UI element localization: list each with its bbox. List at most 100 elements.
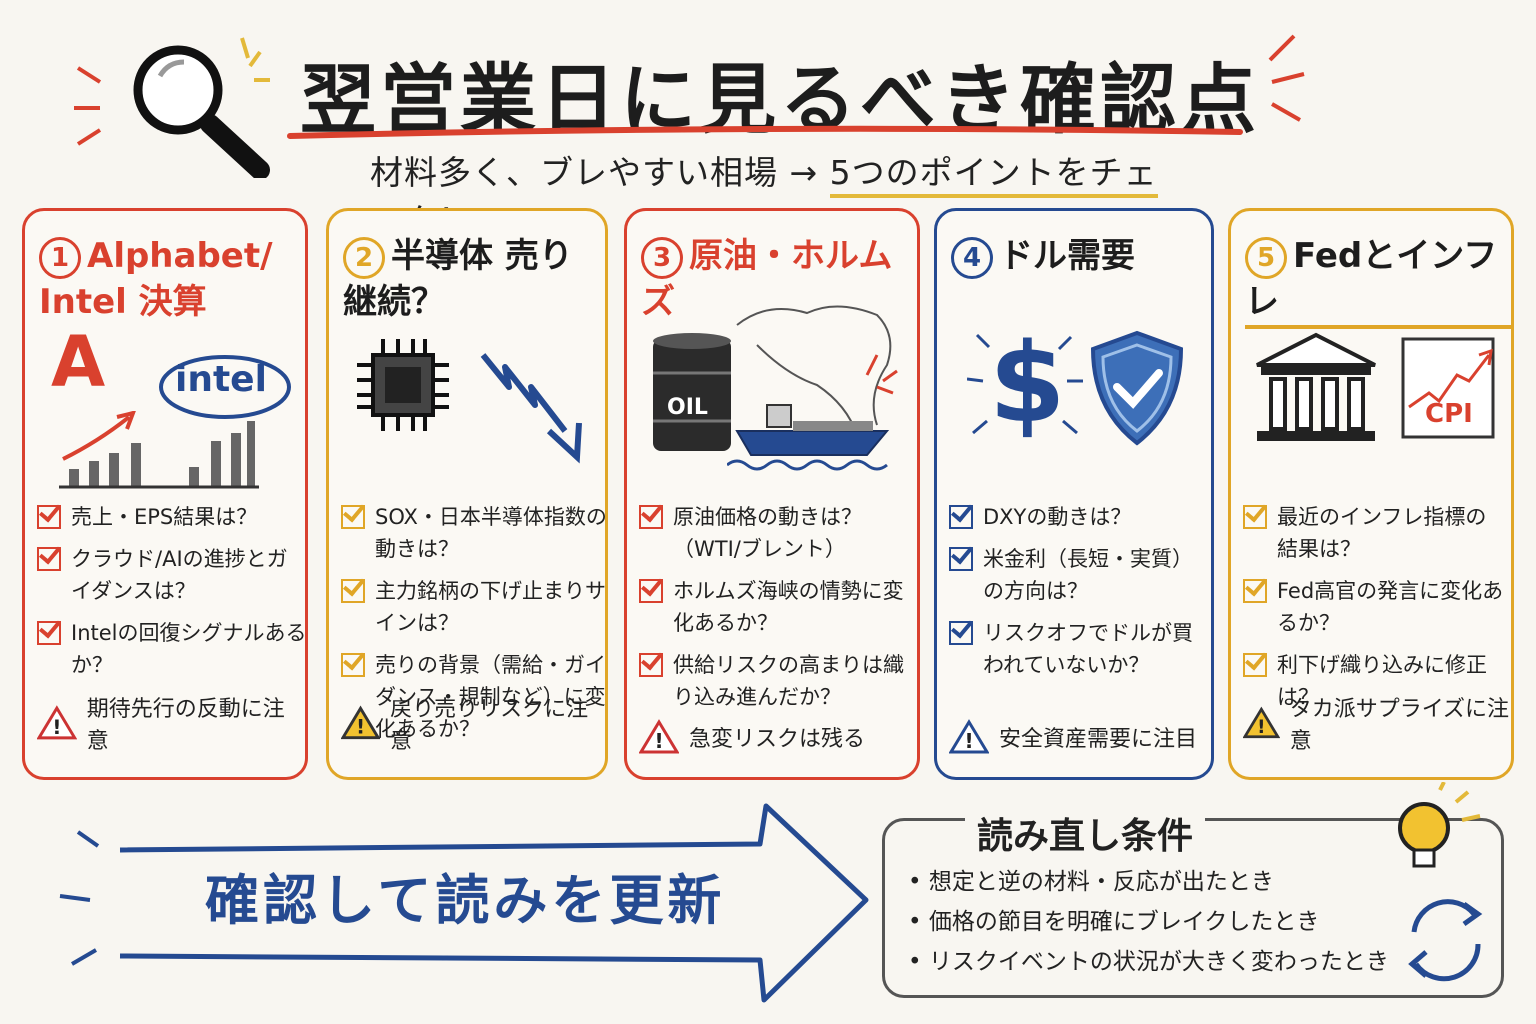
warning-text: 安全資産需要に注目 (999, 727, 1198, 752)
svg-text:!: ! (654, 729, 663, 753)
card-title-text: 原油・ホルムズ (641, 236, 893, 322)
item-text: Intelの回復シグナルあるか？ (71, 621, 307, 677)
checkbox-icon (37, 621, 61, 645)
item-text: 原油価格の動きは？（WTI/ブレント） (673, 505, 862, 561)
tanker-ship-icon (727, 404, 890, 471)
card-number: 2 (343, 236, 385, 279)
list-item: Intelの回復シグナルあるか？ (37, 617, 307, 681)
item-text: 売りの背景（需給・ガイダンス・規制など）に変化あるか？ (375, 653, 606, 741)
item-text: 利下げ織り込みに修正は？ (1277, 653, 1487, 709)
item-text: Fed高官の発言に変化あるか？ (1277, 579, 1504, 635)
warning-note: ! 期待先行の反動に注意 (37, 691, 305, 755)
checkbox-icon (639, 653, 663, 677)
item-text: DXYの動きは？ (983, 505, 1132, 529)
card-title-text: ドル需要 (999, 236, 1135, 276)
map-sketch-icon (736, 305, 898, 436)
list-item: リスクイベントの状況が大きく変わったとき (908, 942, 1428, 982)
item-text: SOX・日本半導体指数の動きは？ (375, 505, 607, 561)
shield-check-icon (1090, 330, 1184, 446)
cpi-label: CPI (1425, 399, 1473, 429)
check-list: 最近のインフレ指標の結果は？ Fed高官の発言に変化あるか？ 利下げ織り込みに修… (1243, 501, 1505, 723)
check-list: SOX・日本半導体指数の動きは？ 主力銘柄の下げ止まりサインは？ 売りの背景（需… (341, 501, 611, 755)
spark-right-icon (1268, 34, 1305, 122)
warning-text: 期待先行の反動に注意 (86, 697, 285, 754)
list-item: リスクオフでドルが買われていないか？ (949, 617, 1207, 681)
svg-text:!: ! (356, 716, 365, 739)
warning-note: ! 安全資産需要に注目 (949, 719, 1197, 755)
item-text: 最近のインフレ指標の結果は？ (1277, 505, 1487, 561)
checkbox-icon (341, 579, 365, 603)
checkbox-icon (1243, 579, 1267, 603)
refresh-cycle-icon (1408, 899, 1483, 982)
item-text: 主力銘柄の下げ止まりサインは？ (375, 579, 606, 635)
list-item: 利下げ織り込みに修正は？ (1243, 649, 1505, 713)
lightbulb-icon (1398, 782, 1481, 868)
warning-icon: ! (1243, 706, 1280, 739)
cpi-chart-icon (1401, 337, 1495, 439)
warning-note: ! 急変リスクは残る (639, 719, 865, 755)
dollar-sign-icon: $ (989, 319, 1066, 447)
item-text: リスクオフでドルが買われていないか？ (983, 621, 1193, 677)
card-title-text: Alphabet/ Intel 決算 (39, 236, 273, 322)
checkbox-icon (639, 505, 663, 529)
warning-note: ! 戻り売りリスクに注意 (341, 691, 605, 755)
checkbox-icon (37, 547, 61, 571)
card-title-text: Fedとインフレ (1245, 236, 1498, 322)
checkbox-icon (1243, 505, 1267, 529)
list-item: DXYの動きは？ (949, 501, 1207, 533)
subtitle-lead: 材料多く、ブレやすい相場 → (370, 153, 819, 192)
checkbox-icon (949, 547, 973, 571)
checkbox-icon (639, 579, 663, 603)
item-text: 売上・EPS結果は？ (71, 505, 258, 529)
chip-icon (357, 339, 449, 431)
list-item: 価格の節目を明確にブレイクしたとき (908, 902, 1428, 942)
checkbox-icon (949, 621, 973, 645)
item-text: 米金利（長短・実質）の方向は？ (983, 547, 1193, 603)
checkbox-icon (341, 653, 365, 677)
reread-title: 読み直し条件 (965, 807, 1206, 859)
rising-bar-chart-icon (59, 411, 259, 489)
svg-text:!: ! (1257, 717, 1265, 738)
intel-logo-icon (159, 355, 291, 419)
central-bank-icon (1256, 332, 1376, 441)
list-item: 米金利（長短・実質）の方向は？ (949, 543, 1207, 607)
svg-text:!: ! (52, 716, 61, 739)
card-number: 4 (951, 236, 993, 279)
item-text: 供給リスクの高まりは織り込み進んだか？ (673, 653, 904, 709)
list-item: 供給リスクの高まりは織り込み進んだか？ (639, 649, 919, 713)
warning-text: タカ派サプライズに注意 (1289, 697, 1510, 754)
list-item: ホルムズ海峡の情勢に変化あるか？ (639, 575, 919, 639)
oil-barrel-icon (653, 333, 731, 451)
card-number: 5 (1245, 236, 1287, 279)
dollar-rays-icon (967, 333, 1083, 435)
list-item: 主力銘柄の下げ止まりサインは？ (341, 575, 611, 639)
spark-left-icon (74, 66, 102, 146)
warning-text: 急変リスクは残る (689, 727, 866, 752)
card-title-text: 半導体 売り継続？ (343, 236, 573, 322)
check-list: 原油価格の動きは？（WTI/ブレント） ホルムズ海峡の情勢に変化あるか？ 供給リ… (639, 501, 919, 723)
magnifier-icon (133, 37, 270, 178)
intel-logo-text: intel (175, 359, 267, 400)
warning-icon: ! (341, 705, 381, 740)
warning-icon: ! (949, 719, 989, 754)
warning-icon: ! (37, 705, 77, 740)
check-list: DXYの動きは？ 米金利（長短・実質）の方向は？ リスクオフでドルが買われていな… (949, 501, 1207, 691)
big-arrow-icon (59, 803, 869, 1003)
checkbox-icon (949, 505, 973, 529)
down-trend-arrow-icon (480, 353, 582, 464)
checkbox-icon (1243, 653, 1267, 677)
list-item: 想定と逆の材料・反応が出たとき (908, 862, 1428, 902)
card-number: 3 (641, 236, 683, 279)
update-label: 確認して読みを更新 (205, 869, 726, 932)
list-item: Fed高官の発言に変化あるか？ (1243, 575, 1505, 639)
checkbox-icon (341, 505, 365, 529)
